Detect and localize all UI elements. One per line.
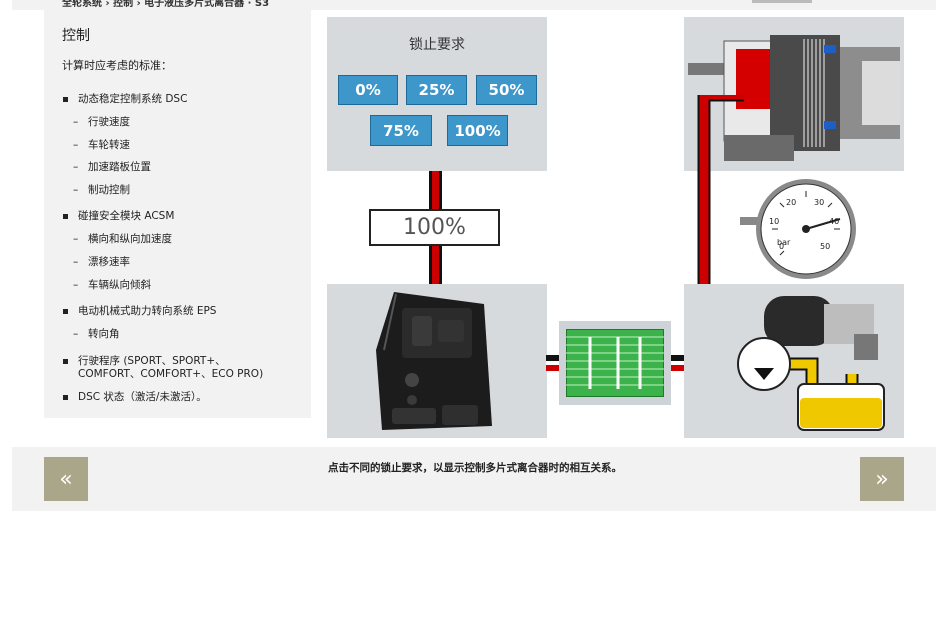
- lock-75-button[interactable]: 75%: [370, 115, 432, 146]
- criteria-item-dsc: 动态稳定控制系统 DSC: [62, 93, 188, 105]
- breadcrumb: 全轮系统 › 控制 › 电子液压多片式离合器 · S3: [62, 0, 270, 9]
- lock-100-button[interactable]: 100%: [447, 115, 508, 146]
- wire-right: [670, 355, 684, 371]
- gauge-tick-40: 40: [829, 217, 840, 226]
- gauge-unit: bar: [777, 238, 791, 247]
- criteria-item-drive-program: 行驶程序 (SPORT、SPORT+、: [63, 355, 226, 367]
- gauge-tick-0: 0: [779, 242, 785, 251]
- gauge-tick-10: 10: [769, 217, 780, 226]
- wire-left: [546, 355, 560, 371]
- footer-bar: [12, 447, 936, 511]
- clutch-cutaway-icon: [688, 35, 900, 161]
- criteria-sub-tilt: 车辆纵向倾斜: [73, 279, 151, 292]
- signal-line-top: [429, 171, 442, 211]
- current-lock-value: 100%: [369, 209, 500, 246]
- next-button[interactable]: »: [860, 457, 904, 501]
- panel-intro: 计算时应考虑的标准：: [62, 59, 172, 72]
- top-bar: [12, 0, 936, 10]
- criteria-sub-speed: 行驶速度: [73, 116, 130, 129]
- previous-button[interactable]: «: [44, 457, 88, 501]
- clutch-plates-icon: [566, 329, 664, 397]
- gauge-tick-50: 50: [820, 242, 831, 251]
- pressure-gauge-icon: [740, 179, 856, 279]
- top-bar-button[interactable]: [752, 0, 812, 3]
- pump-motor-icon: [737, 296, 885, 431]
- criteria-sub-pedal: 加速踏板位置: [73, 161, 151, 174]
- criteria-sub-yaw: 漂移速率: [73, 256, 130, 269]
- lock-request-title: 锁止要求: [409, 37, 465, 53]
- criteria-item-acsm: 碰撞安全模块 ACSM: [62, 210, 175, 222]
- signal-line-bottom: [429, 246, 442, 284]
- criteria-sub-wheel-speed: 车轮转速: [73, 139, 130, 152]
- criteria-sub-accel: 横向和纵向加速度: [73, 233, 172, 246]
- panel-title: 控制: [62, 28, 90, 44]
- lock-0-button[interactable]: 0%: [338, 75, 398, 105]
- criteria-panel: [44, 10, 311, 418]
- criteria-sub-steer-angle: 转向角: [73, 328, 119, 341]
- instruction-text: 点击不同的锁止要求，以显示控制多片式离合器时的相互关系。: [328, 462, 622, 474]
- gauge-tick-30: 30: [814, 198, 825, 207]
- lock-25-button[interactable]: 25%: [406, 75, 467, 105]
- lock-50-button[interactable]: 50%: [476, 75, 537, 105]
- control-unit-icon: [376, 292, 492, 430]
- criteria-item-eps: 电动机械式助力转向系统 EPS: [62, 305, 217, 317]
- criteria-item-drive-program-cont: COMFORT、COMFORT+、ECO PRO): [78, 368, 264, 380]
- gauge-tick-20: 20: [786, 198, 797, 207]
- criteria-item-dsc-status: DSC 状态（激活/未激活）。: [63, 391, 207, 403]
- criteria-sub-brake: 制动控制: [73, 184, 130, 197]
